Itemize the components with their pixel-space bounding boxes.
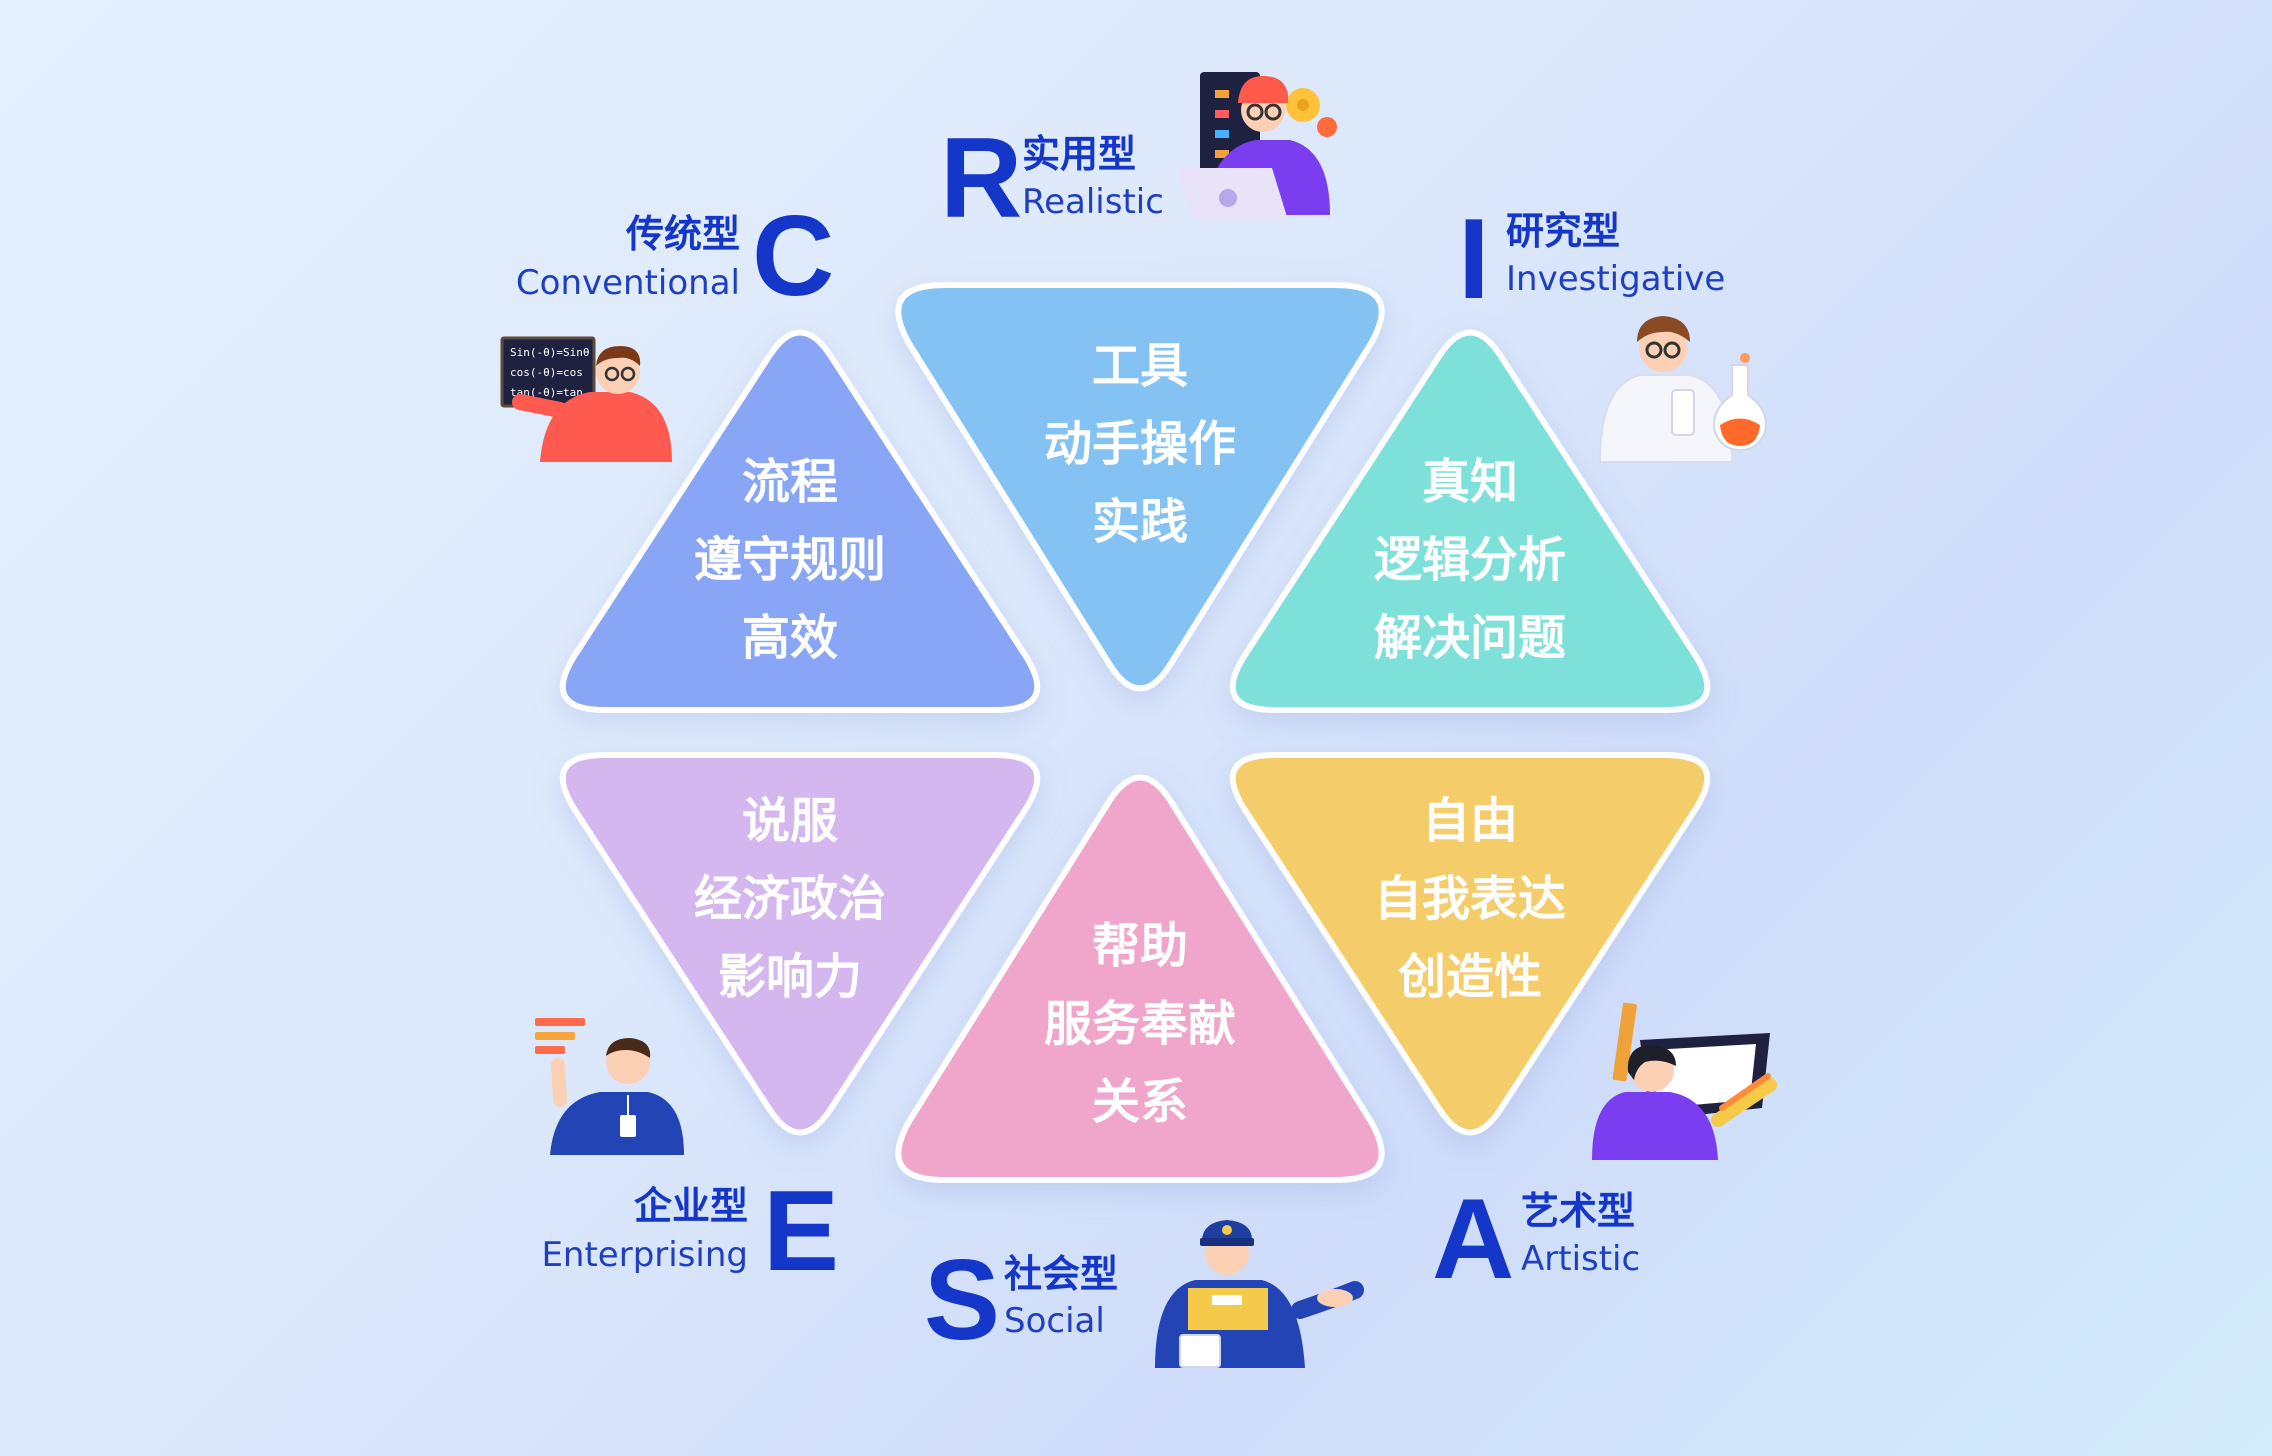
artistic-line-1: 自由 bbox=[1422, 793, 1518, 849]
realistic-cn-label: 实用型 bbox=[1022, 132, 1137, 176]
enterprising-letter: E bbox=[763, 1168, 840, 1295]
artistic-line-2: 自我表达 bbox=[1374, 871, 1566, 927]
investigative-letter: I bbox=[1458, 196, 1490, 323]
enterprising-cn-label: 企业型 bbox=[633, 1184, 748, 1228]
businessman-illustration bbox=[535, 1018, 684, 1155]
engineer-illustration bbox=[1178, 72, 1337, 220]
conventional-cn-label: 传统型 bbox=[625, 212, 740, 256]
police-officer-illustration bbox=[1155, 1220, 1364, 1368]
artistic-line-3: 创造性 bbox=[1398, 949, 1542, 1005]
artistic-en-label: Artistic bbox=[1521, 1239, 1641, 1279]
social-letter: S bbox=[924, 1237, 1001, 1364]
investigative-line-2: 逻辑分析 bbox=[1374, 532, 1566, 588]
conventional-letter: C bbox=[752, 193, 835, 320]
enterprising-line-1: 说服 bbox=[742, 793, 838, 849]
social-en-label: Social bbox=[1004, 1301, 1105, 1341]
triangle-social: 帮助 服务奉献 关系 bbox=[895, 774, 1385, 1183]
investigative-line-1: 真知 bbox=[1422, 454, 1518, 510]
triangle-enterprising: 说服 经济政治 影响力 bbox=[559, 752, 1041, 1136]
triangle-conventional: 流程 遵守规则 高效 bbox=[559, 329, 1041, 713]
chalkboard-line-2: cos(-θ)=cos bbox=[510, 366, 583, 379]
enterprising-line-2: 经济政治 bbox=[694, 871, 886, 927]
investigative-en-label: Investigative bbox=[1506, 259, 1726, 299]
artistic-letter: A bbox=[1432, 1176, 1515, 1303]
scientist-illustration bbox=[1598, 316, 1767, 463]
realistic-line-3: 实践 bbox=[1092, 494, 1188, 550]
investigative-cn-label: 研究型 bbox=[1506, 209, 1621, 253]
enterprising-en-label: Enterprising bbox=[541, 1235, 748, 1275]
triangle-realistic: 工具 动手操作 实践 bbox=[895, 282, 1385, 692]
conventional-line-2: 遵守规则 bbox=[694, 532, 886, 588]
triangle-artistic: 自由 自我表达 创造性 bbox=[1229, 752, 1711, 1136]
enterprising-line-3: 影响力 bbox=[718, 949, 862, 1005]
chalkboard-line-1: Sin(-θ)=Sinθ bbox=[510, 346, 589, 359]
realistic-line-2: 动手操作 bbox=[1044, 416, 1236, 472]
conventional-line-3: 高效 bbox=[742, 610, 838, 666]
teacher-illustration: Sin(-θ)=Sinθ cos(-θ)=cos tan(-θ)=tan bbox=[500, 336, 672, 462]
conventional-line-1: 流程 bbox=[742, 454, 838, 510]
social-line-1: 帮助 bbox=[1092, 918, 1188, 974]
social-line-3: 关系 bbox=[1092, 1074, 1188, 1130]
triangle-investigative: 真知 逻辑分析 解决问题 bbox=[1229, 329, 1711, 713]
artistic-cn-label: 艺术型 bbox=[1521, 1189, 1636, 1233]
realistic-en-label: Realistic bbox=[1022, 182, 1164, 222]
investigative-line-3: 解决问题 bbox=[1374, 610, 1566, 666]
realistic-line-1: 工具 bbox=[1092, 338, 1188, 394]
social-cn-label: 社会型 bbox=[1004, 1252, 1119, 1296]
social-line-2: 服务奉献 bbox=[1044, 996, 1236, 1052]
conventional-en-label: Conventional bbox=[515, 263, 740, 303]
realistic-letter: R bbox=[940, 115, 1023, 242]
artist-illustration bbox=[1592, 1002, 1777, 1160]
